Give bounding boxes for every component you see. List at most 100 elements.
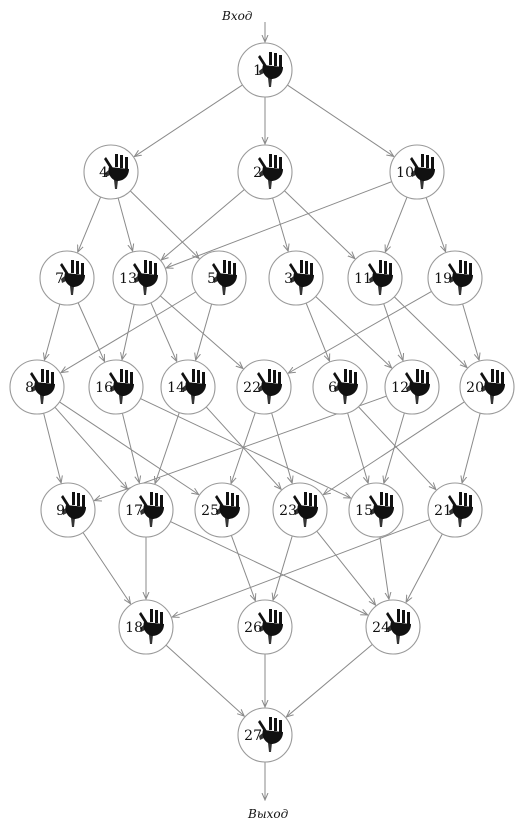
node-26: 26 xyxy=(237,599,293,655)
node-label: 26 xyxy=(244,620,262,636)
node-10: 10 xyxy=(389,144,445,200)
node-18: 18 xyxy=(118,599,174,655)
node-11: 11 xyxy=(347,250,403,306)
edge-13-22 xyxy=(159,295,243,369)
edge-25-26 xyxy=(230,535,255,600)
edge-4-7 xyxy=(78,196,102,252)
output-label: Выход xyxy=(247,807,289,821)
edge-22-23 xyxy=(271,412,293,483)
edge-20-23 xyxy=(323,401,465,495)
node-label: 15 xyxy=(355,503,373,519)
edge-2-11 xyxy=(284,190,354,259)
edge-18-27 xyxy=(165,644,244,716)
node-label: 14 xyxy=(167,380,185,396)
node-label: 18 xyxy=(125,620,143,636)
edge-15-24 xyxy=(379,536,389,600)
node-label: 6 xyxy=(328,380,337,396)
edge-16-17 xyxy=(121,413,139,483)
edge-1-10 xyxy=(287,84,393,156)
edge-8-9 xyxy=(43,413,62,483)
node-label: 2 xyxy=(253,165,262,181)
edge-8-17 xyxy=(54,406,128,489)
node-label: 25 xyxy=(201,503,219,519)
edge-7-8 xyxy=(44,303,61,360)
edge-22-25 xyxy=(231,412,256,484)
node-9: 9 xyxy=(40,482,96,538)
node-5: 5 xyxy=(191,250,247,306)
node-label: 19 xyxy=(434,271,452,287)
edge-5-14 xyxy=(196,303,213,360)
node-4: 4 xyxy=(83,144,139,200)
node-27: 27 xyxy=(237,707,293,763)
node-label: 17 xyxy=(125,503,143,519)
node-label: 3 xyxy=(284,271,293,287)
node-22: 22 xyxy=(236,359,292,415)
edge-19-20 xyxy=(462,303,480,360)
edge-16-15 xyxy=(140,398,350,498)
edge-3-6 xyxy=(305,302,329,361)
node-19: 19 xyxy=(427,250,483,306)
node-label: 20 xyxy=(466,380,484,396)
edge-13-14 xyxy=(150,302,177,362)
node-17: 17 xyxy=(118,482,174,538)
node-label: 7 xyxy=(55,271,64,287)
node-2: 2 xyxy=(237,144,293,200)
edge-20-21 xyxy=(462,413,481,483)
edge-10-13 xyxy=(166,181,392,268)
edge-5-8 xyxy=(61,291,197,373)
node-21: 21 xyxy=(427,482,483,538)
node-label: 21 xyxy=(434,503,452,519)
edge-3-12 xyxy=(315,296,392,367)
edge-23-24 xyxy=(316,530,376,605)
node-25: 25 xyxy=(194,482,250,538)
node-1: 1 xyxy=(237,42,293,98)
node-label: 12 xyxy=(391,380,409,396)
edge-6-21 xyxy=(358,406,435,490)
node-8: 8 xyxy=(9,359,65,415)
node-14: 14 xyxy=(160,359,216,415)
edge-11-12 xyxy=(383,303,403,361)
io-layer: Вход Выход xyxy=(221,9,289,821)
node-24: 24 xyxy=(365,599,421,655)
edge-14-17 xyxy=(155,412,180,484)
node-label: 10 xyxy=(396,165,414,181)
edge-10-19 xyxy=(425,197,445,251)
edge-7-16 xyxy=(77,302,104,362)
edge-1-4 xyxy=(134,84,243,157)
node-label: 5 xyxy=(207,271,216,287)
node-label: 23 xyxy=(279,503,297,519)
edge-21-18 xyxy=(172,519,430,618)
edge-11-20 xyxy=(394,296,467,368)
edge-2-13 xyxy=(161,189,245,259)
node-label: 4 xyxy=(99,165,108,181)
node-label: 24 xyxy=(372,620,390,636)
edge-21-24 xyxy=(406,533,443,602)
node-label: 13 xyxy=(119,271,137,287)
node-20: 20 xyxy=(459,359,515,415)
node-label: 22 xyxy=(243,380,261,396)
node-23: 23 xyxy=(272,482,328,538)
edge-17-24 xyxy=(170,521,367,615)
node-7: 7 xyxy=(39,250,95,306)
input-label: Вход xyxy=(221,9,253,23)
edge-10-11 xyxy=(385,196,408,252)
edge-24-27 xyxy=(286,644,373,717)
node-15: 15 xyxy=(348,482,404,538)
node-label: 9 xyxy=(56,503,65,519)
node-16: 16 xyxy=(88,359,144,415)
node-13: 13 xyxy=(112,250,168,306)
node-label: 16 xyxy=(95,380,113,396)
edge-8-25 xyxy=(59,401,198,495)
edge-4-5 xyxy=(129,190,199,258)
node-label: 1 xyxy=(253,63,262,79)
node-label: 8 xyxy=(25,380,34,396)
edge-14-23 xyxy=(205,406,281,489)
edge-6-15 xyxy=(347,412,369,483)
node-6: 6 xyxy=(312,359,368,415)
edge-4-13 xyxy=(117,197,132,251)
edge-9-18 xyxy=(82,532,130,603)
node-3: 3 xyxy=(268,250,324,306)
